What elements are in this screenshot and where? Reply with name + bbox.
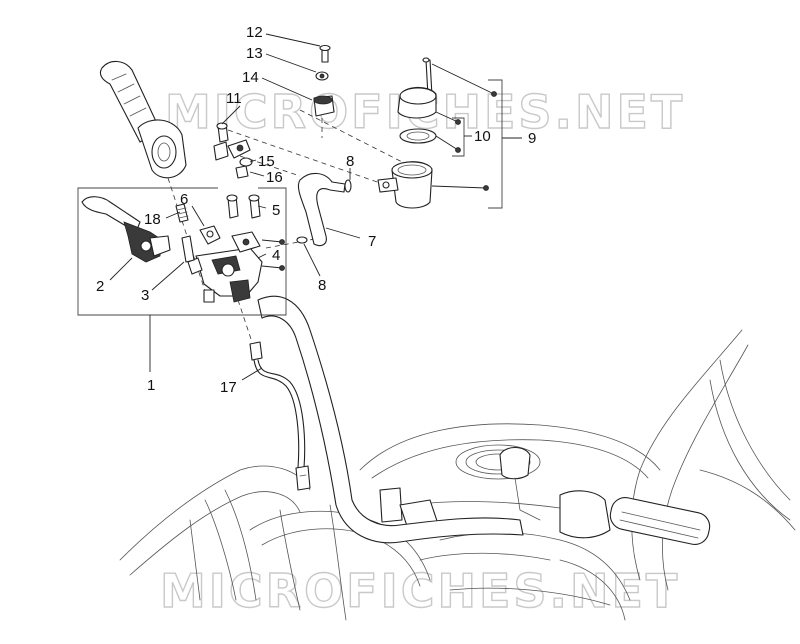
callout-16: 16 [266,169,283,186]
callout-8b: 8 [318,277,326,294]
master-cylinder [187,231,263,303]
watermark-bottom: MICROFICHES.NET [160,564,680,618]
callout-9: 9 [528,130,536,147]
clamp-8-bottom [296,236,308,244]
callout-13: 13 [246,45,263,62]
callout-7: 7 [368,233,376,250]
leader-lines [109,33,361,381]
pin-3 [181,235,195,263]
callout-17: 17 [220,379,237,396]
handlebar-tube [257,295,524,544]
callout-6: 6 [180,191,188,208]
clamp-8-top [344,179,352,193]
bracket-dots [261,63,497,271]
callout-18: 18 [144,211,161,228]
assembly-frame-1 [77,187,287,316]
callout-10: 10 [474,128,491,145]
left-grip [99,60,187,179]
callout-3: 3 [141,287,149,304]
callout-15: 15 [258,153,275,170]
callout-1: 1 [147,377,155,394]
motorcycle-outline [119,329,796,621]
bracket-parts [213,122,253,179]
reservoir [313,44,437,209]
callout-12: 12 [246,24,263,41]
callout-11: 11 [226,90,242,107]
callout-2: 2 [96,278,104,295]
callout-8a: 8 [346,153,354,170]
brake-switch-cable [249,341,311,491]
brake-lever [81,196,171,263]
hose [297,172,346,247]
callout-4: 4 [272,247,280,264]
callout-5: 5 [272,202,280,219]
small-parts-frame [175,194,261,263]
callout-14: 14 [242,69,259,86]
